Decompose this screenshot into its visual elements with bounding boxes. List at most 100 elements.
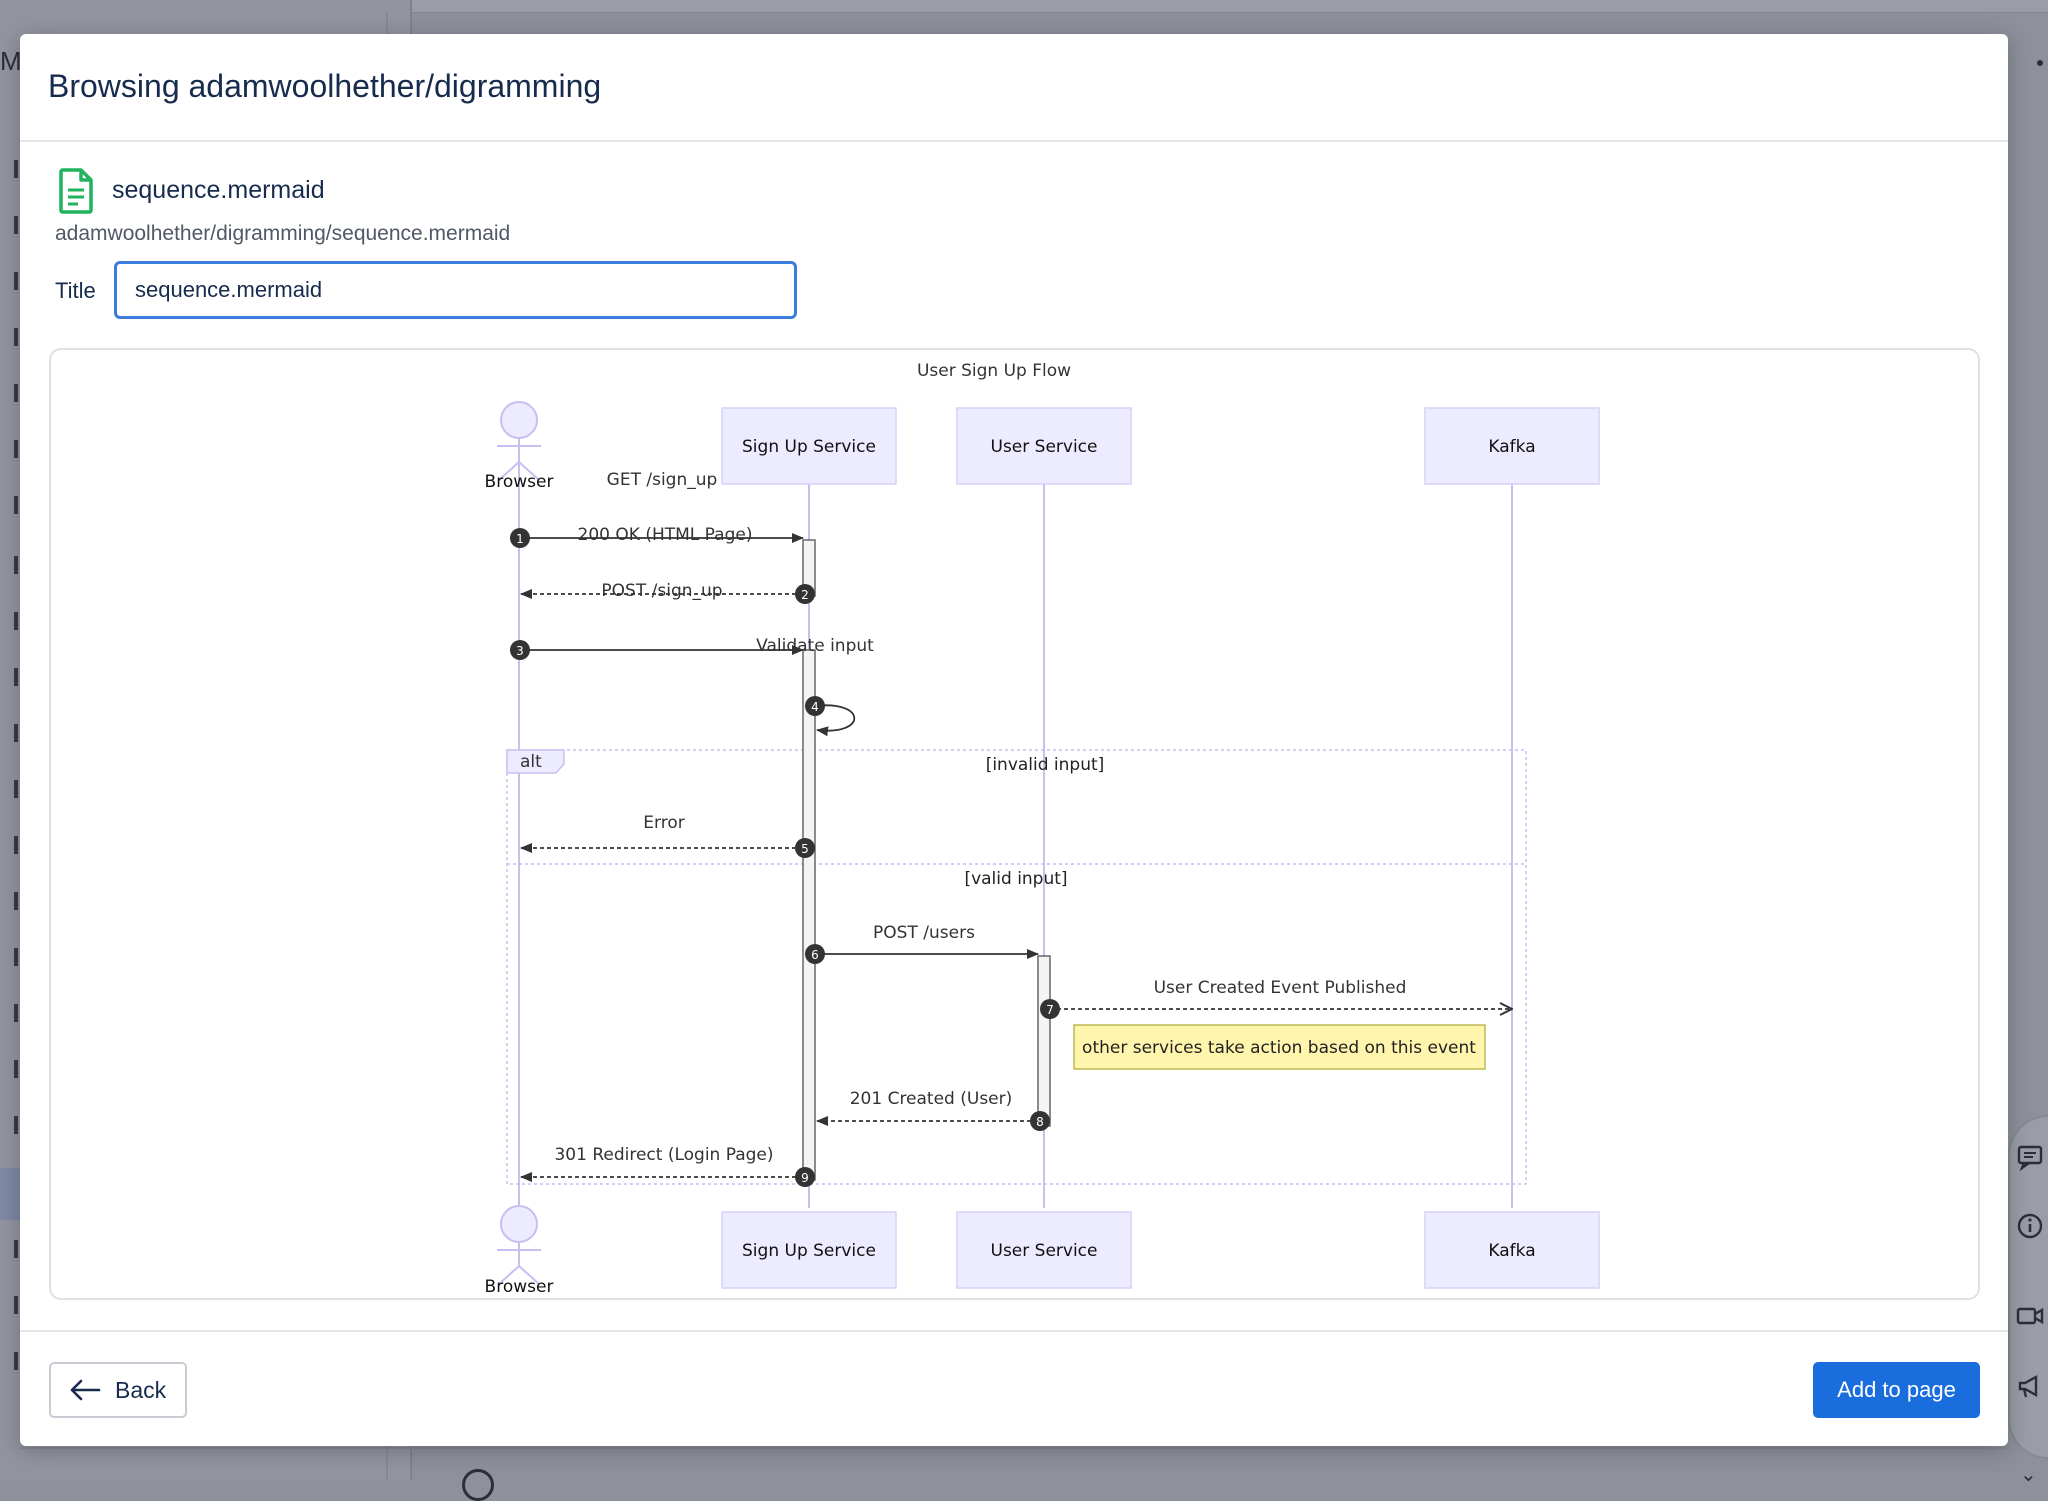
participant-user-service-bottom-label: User Service <box>991 1241 1098 1261</box>
participant-kafka-bottom-box <box>1424 1211 1600 1289</box>
sequence-number-badge: 8 <box>1030 1111 1050 1131</box>
background-marker <box>14 892 18 910</box>
actor-browser-bottom <box>497 1205 541 1285</box>
background-marker <box>14 724 18 742</box>
browse-file-modal: Browsing adamwoolhether/digramming seque… <box>20 34 2008 1446</box>
megaphone-icon <box>2018 1374 2038 1398</box>
svg-text:6: 6 <box>811 948 819 962</box>
message-4-self-arrow <box>814 704 856 737</box>
title-input[interactable] <box>114 261 797 319</box>
message-2-label: 200 OK (HTML Page) <box>578 525 753 545</box>
arrow-left-icon <box>70 1379 101 1401</box>
sequence-number-badge: 7 <box>1040 999 1060 1019</box>
message-3-label: POST /sign_up <box>601 581 722 601</box>
participant-sign-up-service-label: Sign Up Service <box>742 437 876 457</box>
svg-text:7: 7 <box>1046 1003 1054 1017</box>
chevron-down-icon: ⌄ <box>2020 1464 2037 1486</box>
background-marker <box>14 160 18 178</box>
svg-text:2: 2 <box>801 588 809 602</box>
message-4-label: Validate input <box>756 636 874 656</box>
background-marker <box>14 1116 18 1134</box>
sequence-number-badge: 6 <box>805 944 825 964</box>
file-name: sequence.mermaid <box>112 176 325 204</box>
background-marker <box>14 1296 18 1314</box>
modal-title: Browsing adamwoolhether/digramming <box>48 68 602 104</box>
background-marker <box>14 836 18 854</box>
background-marker <box>14 328 18 346</box>
svg-text:8: 8 <box>1036 1115 1044 1129</box>
background-marker <box>14 1004 18 1022</box>
note-text: other services take action based on this… <box>1082 1038 1476 1058</box>
info-icon <box>2017 1213 2043 1239</box>
svg-text:1: 1 <box>516 532 524 546</box>
participant-user-service-bottom-box <box>956 1211 1132 1289</box>
sequence-number-badge: 1 <box>510 528 530 548</box>
background-marker <box>14 1240 18 1258</box>
background-marker <box>14 1060 18 1078</box>
background-marker <box>14 440 18 458</box>
document-icon <box>59 168 93 214</box>
sequence-number-badge: 5 <box>795 838 815 858</box>
back-button-label: Back <box>115 1376 167 1403</box>
activation-user-service <box>1037 955 1051 1127</box>
comment-icon <box>2017 1145 2043 1171</box>
message-5-label: Error <box>643 813 684 833</box>
background-marker <box>14 272 18 290</box>
participant-sign-up-service-bottom-box <box>721 1211 897 1289</box>
alt-condition-valid: [valid input] <box>964 869 1067 889</box>
alt-condition-invalid: [invalid input] <box>986 755 1105 775</box>
participant-kafka-box <box>1424 407 1600 485</box>
modal-header: Browsing adamwoolhether/digramming <box>20 34 2008 142</box>
participant-user-service-label: User Service <box>991 437 1098 457</box>
svg-text:4: 4 <box>811 700 819 714</box>
participant-user-service-box <box>956 407 1132 485</box>
title-label: Title <box>55 278 96 303</box>
background-marker <box>14 496 18 514</box>
activation-sign-up-2 <box>802 649 816 1181</box>
background-marker <box>14 556 18 574</box>
sequence-number-badge: 4 <box>805 696 825 716</box>
participant-browser-label: Browser <box>485 472 554 492</box>
file-path: adamwoolhether/digramming/sequence.merma… <box>55 222 511 245</box>
background-marker <box>14 668 18 686</box>
alt-label: alt <box>520 752 542 772</box>
help-icon <box>462 1469 494 1501</box>
background-marker <box>14 948 18 966</box>
background-marker <box>14 1352 18 1370</box>
participant-kafka-bottom-label: Kafka <box>1488 1241 1535 1261</box>
diagram-preview: User Sign Up Flow alt [invalid input] [v… <box>49 348 1980 1300</box>
video-icon <box>2016 1307 2044 1325</box>
background-right-rail <box>2008 1115 2048 1459</box>
background-topbar <box>0 0 2048 13</box>
sequence-number-badge: 3 <box>510 640 530 660</box>
alt-label-box <box>506 749 565 774</box>
participant-browser-bottom-label: Browser <box>485 1277 554 1297</box>
background-marker <box>14 612 18 630</box>
message-6-label: POST /users <box>873 923 975 943</box>
background-marker <box>14 780 18 798</box>
background-bottom-bar <box>20 1447 2010 1501</box>
alt-frame <box>506 749 1527 1185</box>
diagram-title: User Sign Up Flow <box>917 361 1071 381</box>
message-7-label: User Created Event Published <box>1154 978 1407 998</box>
actor-browser-top <box>497 401 541 481</box>
svg-text:3: 3 <box>516 644 524 658</box>
sequence-diagram: User Sign Up Flow alt [invalid input] [v… <box>485 361 1600 1297</box>
svg-text:5: 5 <box>801 842 809 856</box>
sequence-number-badge: 9 <box>795 1167 815 1187</box>
message-9-label: 301 Redirect (Login Page) <box>554 1145 773 1165</box>
add-to-page-button[interactable]: Add to page <box>1813 1362 1980 1418</box>
participant-sign-up-service-box <box>721 407 897 485</box>
svg-text:9: 9 <box>801 1171 809 1185</box>
sequence-number-badge: 2 <box>795 584 815 604</box>
message-8-label: 201 Created (User) <box>850 1089 1013 1109</box>
participant-sign-up-service-bottom-label: Sign Up Service <box>742 1241 876 1261</box>
background-more-icon <box>2037 60 2043 66</box>
participant-kafka-label: Kafka <box>1488 437 1535 457</box>
back-button[interactable]: Back <box>49 1362 187 1418</box>
message-1-label: GET /sign_up <box>607 470 718 490</box>
note-box <box>1073 1024 1486 1070</box>
background-marker <box>14 216 18 234</box>
modal-footer <box>20 1330 2008 1448</box>
background-selected-item <box>0 1168 20 1220</box>
